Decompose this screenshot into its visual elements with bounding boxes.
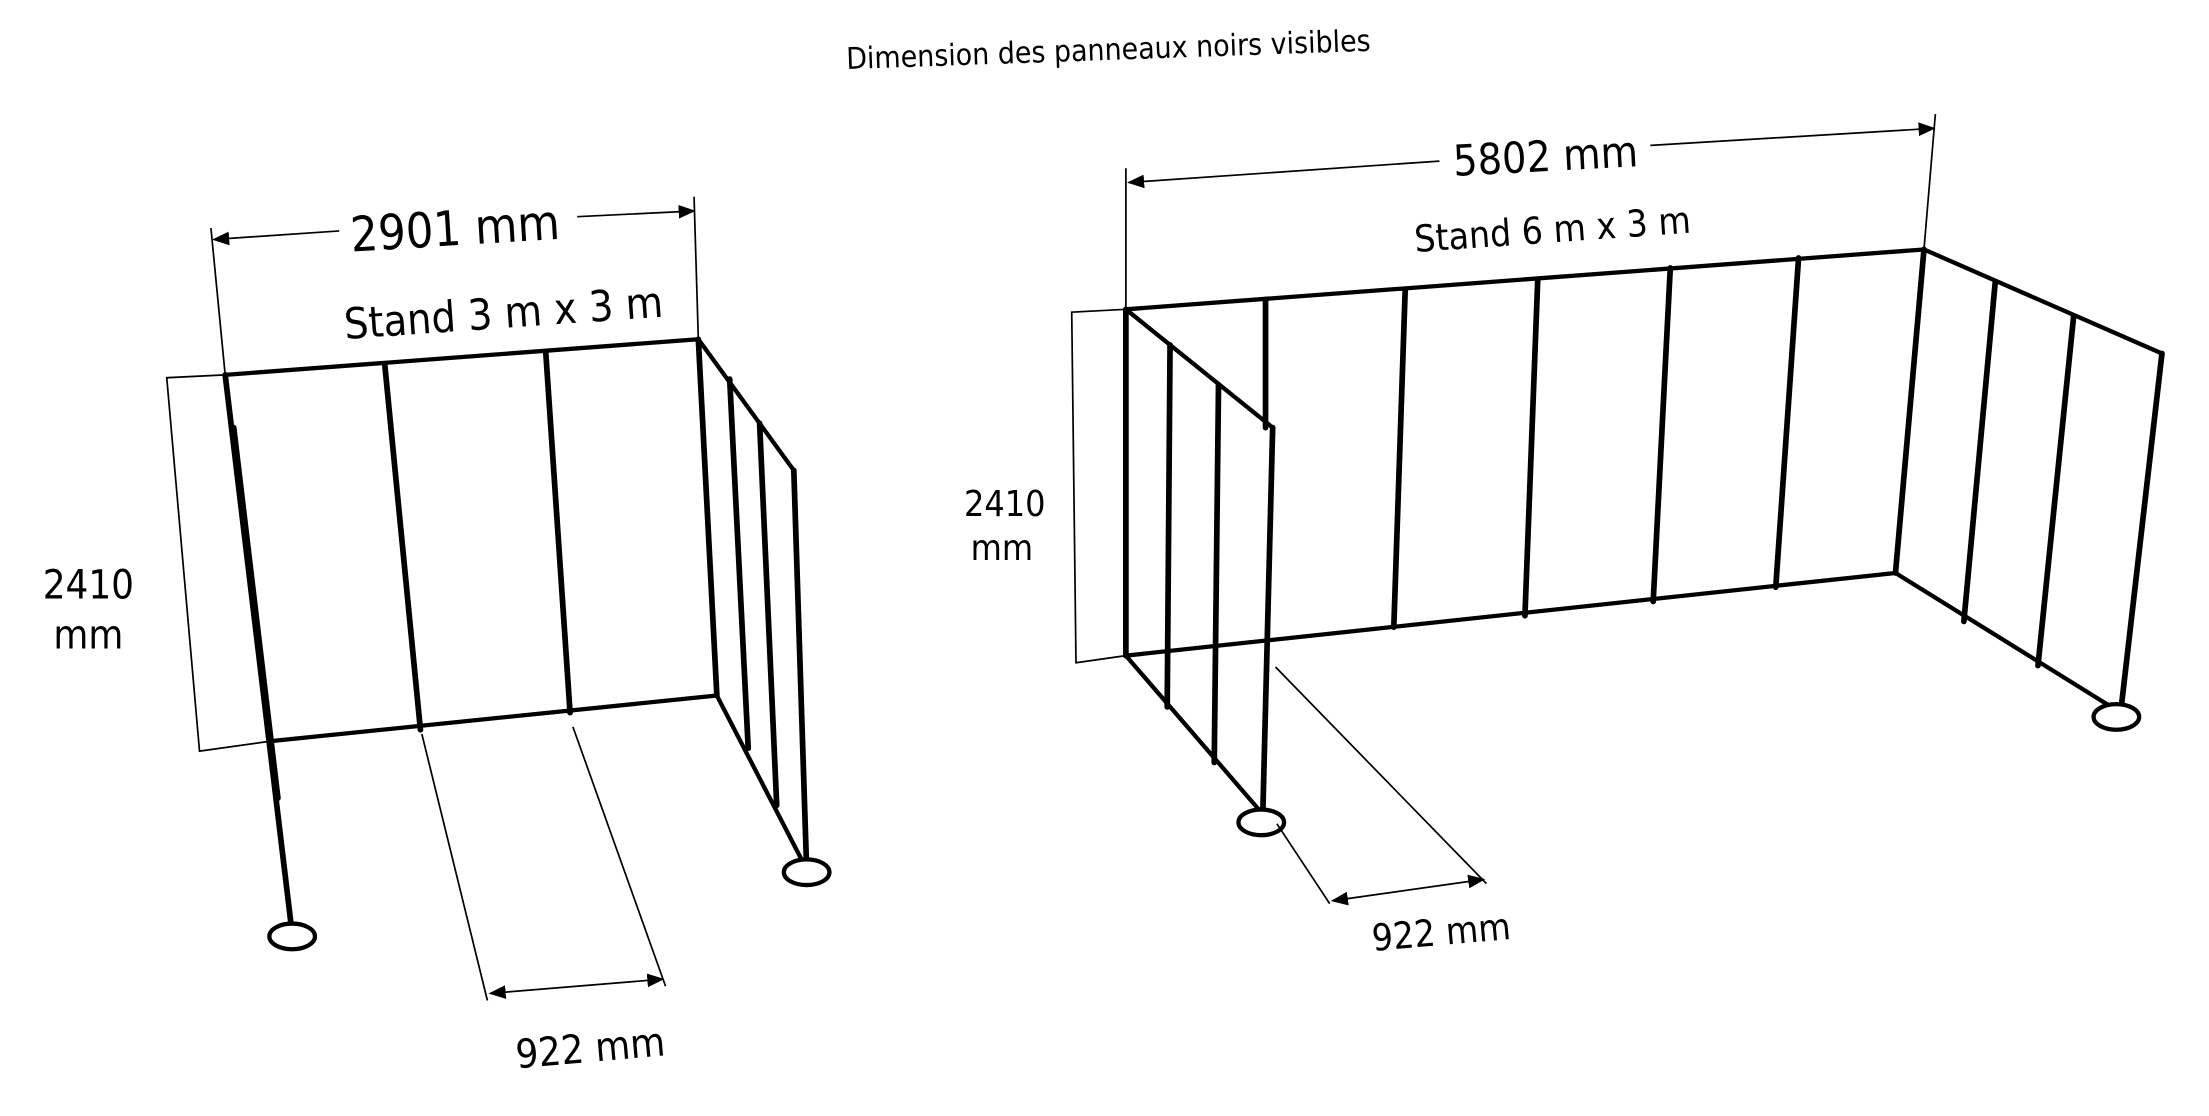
post [1892, 246, 1927, 576]
dimension-arrow [577, 204, 696, 219]
post [381, 362, 424, 733]
post [1164, 342, 1173, 710]
post-base [267, 921, 318, 952]
front-bottom-rail [1124, 654, 1263, 814]
post [695, 336, 720, 699]
post [230, 424, 281, 801]
post [1650, 265, 1674, 605]
side-top-rail [696, 337, 796, 472]
stand-name: Stand 3 m x 3 m [342, 278, 664, 350]
bottom-rail [1125, 570, 1896, 658]
side-top-rail [1923, 247, 2163, 356]
post-base [781, 857, 832, 888]
height-unit: mm [53, 612, 123, 658]
top-rail [1125, 247, 1925, 312]
post [2035, 313, 2077, 669]
panel-outline [1070, 308, 1126, 664]
post-base [2091, 701, 2142, 732]
post [790, 467, 810, 873]
height-value: 2410 [43, 563, 134, 609]
post [1772, 255, 1802, 591]
extension-line [572, 726, 667, 987]
post [1961, 279, 1999, 625]
height-value: 2410 [964, 484, 1046, 525]
bottom-rail [270, 693, 718, 744]
width-label: 2901 mm [349, 195, 562, 264]
width-label: 5802 mm [1452, 127, 1639, 187]
post [726, 376, 752, 752]
side-bottom-rail [714, 694, 809, 871]
dimension-arrow [488, 973, 665, 999]
post [1390, 286, 1409, 630]
diagram-title: Dimension des panneaux noirs visibles [846, 24, 1372, 77]
extension-line [1276, 823, 1331, 905]
post-base [1236, 807, 1287, 838]
side-bottom-rail [1894, 571, 2122, 715]
panel-outline [165, 374, 271, 753]
extension-line [1274, 666, 1488, 885]
post [1522, 276, 1541, 619]
dimension-arrow [212, 230, 340, 246]
front-top-rail [1124, 307, 1275, 430]
post [1211, 381, 1222, 766]
stand-3x3-drawing: 2901 mm Stand 3 m x 3 m 2410 mm 922 mm [43, 195, 832, 1078]
extension-line [421, 733, 489, 1001]
panel-width-label: 922 mm [514, 1019, 667, 1078]
panel-width-label: 922 mm [1370, 905, 1512, 960]
extension-line [693, 196, 700, 340]
post [1259, 424, 1276, 821]
dimension-arrow [1650, 122, 1936, 147]
dimension-arrow [1127, 160, 1440, 189]
extension-line [210, 227, 227, 375]
post [756, 420, 780, 809]
dimension-arrow [1330, 874, 1486, 906]
stand-name: Stand 6 m x 3 m [1413, 199, 1692, 261]
post [542, 350, 573, 716]
post [2117, 350, 2165, 716]
stand-6x3-drawing: 5802 mm Stand 6 m x 3 m 2410 mm 922 mm [964, 113, 2165, 960]
top-rail [225, 337, 699, 377]
extension-line [1923, 113, 1937, 250]
height-unit: mm [971, 528, 1033, 569]
